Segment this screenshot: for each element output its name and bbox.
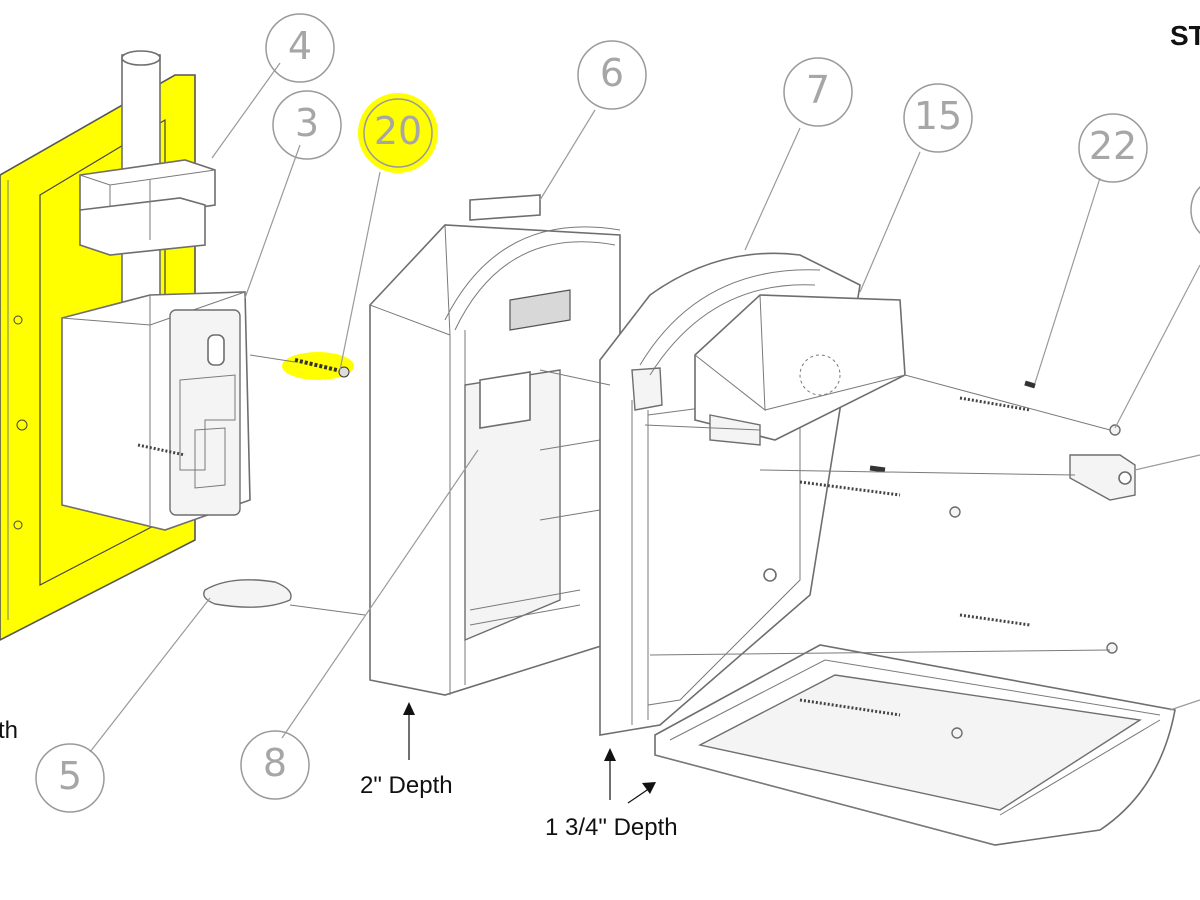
- latch-part: [1069, 454, 1136, 501]
- callout-partial-right: [1190, 185, 1200, 235]
- oval-plug: [203, 579, 292, 608]
- screw-part-20: [282, 352, 354, 380]
- assembly-lines: [249, 354, 1111, 656]
- electrical-box: [61, 291, 251, 531]
- screws-right: [799, 380, 1121, 739]
- bottom-tray: [654, 644, 1176, 846]
- svg-text:3: 3: [295, 101, 319, 145]
- frame-two-inch: [369, 194, 621, 696]
- svg-text:7: 7: [806, 68, 830, 112]
- callout-20-highlighted: 20: [358, 93, 438, 173]
- leader-lines: [89, 62, 1200, 753]
- depth-label-one-three-quarter: 1 3/4" Depth: [545, 814, 678, 841]
- callout-6: 6: [577, 40, 647, 110]
- depth-label-two-inch: 2" Depth: [360, 772, 453, 799]
- svg-text:6: 6: [600, 51, 624, 95]
- svg-text:4: 4: [288, 24, 312, 68]
- callout-3: 3: [272, 90, 342, 160]
- callout-4: 4: [265, 13, 335, 83]
- svg-text:15: 15: [914, 94, 962, 138]
- left-edge-label: th: [0, 717, 18, 744]
- callout-7: 7: [783, 57, 853, 127]
- svg-text:20: 20: [374, 109, 422, 153]
- corner-label: ST: [1170, 20, 1200, 51]
- callout-15: 15: [903, 83, 973, 153]
- callout-22: 22: [1078, 113, 1148, 183]
- callout-8: 8: [240, 730, 310, 800]
- depth-indicator-two-inch: 2" Depth: [360, 702, 453, 799]
- svg-text:8: 8: [263, 741, 287, 785]
- svg-text:22: 22: [1089, 124, 1137, 168]
- svg-text:5: 5: [58, 754, 82, 798]
- pipe-and-clamp: [79, 50, 216, 316]
- depth-indicator-one-three-quarter: 1 3/4" Depth: [545, 748, 678, 841]
- callout-5: 5: [35, 743, 105, 813]
